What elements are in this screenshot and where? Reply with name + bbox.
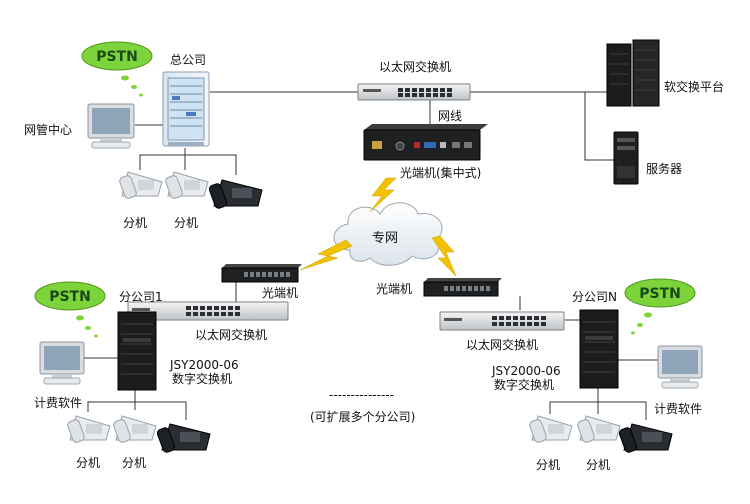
- label-ext-b1-1: 分机: [76, 456, 101, 470]
- label-ext-bn-2: 分机: [586, 458, 611, 472]
- optical-terminal-central: [363, 124, 488, 161]
- branch1-phone-3: [156, 423, 211, 453]
- svg-text:PSTN: PSTN: [639, 286, 681, 302]
- label-switch-model-b1: JSY2000-06: [170, 358, 239, 372]
- label-eth-switch-bn: 以太网交换机: [466, 338, 539, 352]
- label-expandable: (可扩展多个分公司): [310, 410, 416, 424]
- svg-text:PSTN: PSTN: [96, 49, 138, 65]
- server-tower: [613, 131, 639, 185]
- hq-phone-1: [119, 171, 163, 199]
- line-bn-phone3: [598, 401, 647, 420]
- line-b1-phone1: [87, 390, 136, 412]
- label-eth-switch-b1: 以太网交换机: [195, 328, 268, 342]
- label-ext-hq-2: 分机: [174, 216, 199, 230]
- line-hq-phone3: [185, 154, 237, 175]
- label-ext-hq-1: 分机: [123, 216, 148, 230]
- billing-computer-branchN: [657, 345, 703, 389]
- branchN-phone-2: [577, 415, 621, 443]
- svg-text:PSTN: PSTN: [49, 289, 91, 305]
- label-ext-b1-2: 分机: [122, 456, 147, 470]
- nms-computer: [87, 103, 135, 149]
- hq-cabinet: [162, 71, 210, 147]
- optical-terminal-branch1: [221, 264, 302, 283]
- ethernet-switch-branchN: [439, 311, 565, 331]
- hq-phone-2: [165, 171, 209, 199]
- billing-computer-branch1: [39, 341, 85, 385]
- lightning-bolts: [299, 177, 457, 277]
- label-billing-b1: 计费软件: [34, 396, 83, 410]
- connection-lines: [84, 91, 660, 420]
- private-network-cloud: [333, 202, 443, 266]
- label-private-network: 专网: [372, 231, 399, 246]
- branch1-phone-1: [67, 415, 111, 443]
- label-branchN: 分公司N: [572, 290, 617, 304]
- lightning-top: [369, 177, 397, 213]
- lightning-right: [431, 235, 457, 277]
- hq-phone-3: [208, 179, 263, 209]
- label-switch-model-bn: JSY2000-06: [492, 364, 561, 378]
- label-nms: 网管中心: [24, 123, 73, 137]
- label-server: 服务器: [646, 162, 683, 176]
- label-optical-terminal-bn: 光端机: [376, 282, 413, 296]
- label-billing-bn: 计费软件: [654, 402, 703, 416]
- line-hq-phone1: [139, 148, 186, 170]
- optical-terminal-branchN: [423, 278, 502, 297]
- label-dashes: ---------------: [329, 388, 394, 402]
- pstn-bubble-hq: PSTN: [81, 41, 153, 97]
- label-eth-switch-top: 以太网交换机: [379, 60, 452, 74]
- label-optical-terminal-b1: 光端机: [262, 286, 299, 300]
- label-hq: 总公司: [170, 53, 207, 67]
- branch1-phone-2: [113, 415, 157, 443]
- label-switch-desc-bn: 数字交换机: [494, 378, 555, 392]
- label-switch-desc-b1: 数字交换机: [172, 372, 233, 386]
- lightning-left: [299, 239, 353, 271]
- softswitch-racks: [606, 39, 660, 107]
- label-softswitch: 软交换平台: [664, 80, 725, 94]
- line-server: [584, 92, 614, 161]
- branchN-phone-3: [618, 423, 673, 453]
- digital-switch-rack-branchN: [579, 309, 619, 389]
- ethernet-switch-branch1: [127, 301, 289, 321]
- label-optical-terminal-central: 光端机(集中式): [400, 166, 482, 180]
- pstn-bubble-branchN: PSTN: [624, 278, 696, 335]
- label-branch1: 分公司1: [119, 290, 163, 304]
- digital-switch-rack-branch1: [117, 311, 157, 391]
- pstn-bubble-branch1: PSTN: [34, 281, 106, 338]
- line-bn-phone1: [549, 388, 599, 414]
- label-network-cable: 网线: [438, 109, 463, 123]
- branchN-phone-1: [529, 415, 573, 443]
- ethernet-switch-top: [357, 83, 471, 101]
- line-b1-phone3: [135, 401, 187, 420]
- label-ext-bn-1: 分机: [536, 458, 561, 472]
